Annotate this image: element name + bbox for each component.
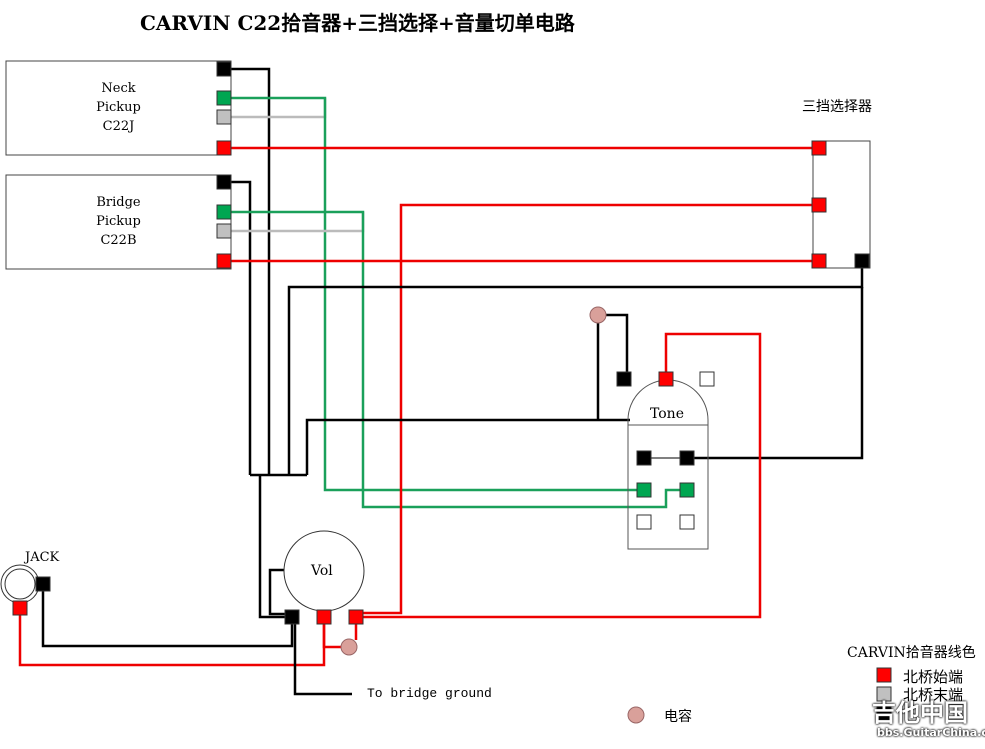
jack-inner bbox=[4, 568, 36, 600]
selector-terminal-3 bbox=[811, 253, 827, 269]
neck-pickup-line2: Pickup bbox=[96, 100, 141, 115]
vol-label: Vol bbox=[311, 563, 333, 579]
jack-ground-terminal bbox=[35, 576, 51, 592]
watermark-line2: bbs.GuitarChina.com bbox=[877, 726, 985, 739]
tone-capacitor bbox=[589, 306, 607, 324]
neck-ground-terminal bbox=[216, 61, 232, 77]
legend-swatch-red bbox=[876, 667, 892, 683]
bridge-red-terminal bbox=[216, 253, 232, 269]
bridge-gray-terminal bbox=[216, 223, 232, 239]
selector-terminal-2 bbox=[811, 197, 827, 213]
jack-hot-terminal bbox=[12, 600, 28, 616]
jack-label: JACK bbox=[25, 550, 60, 565]
neck-pickup-line3: C22J bbox=[102, 119, 135, 134]
selector-ground-terminal bbox=[854, 253, 870, 269]
neck-red-terminal bbox=[216, 140, 232, 156]
neck-pickup-line1: Neck bbox=[101, 81, 136, 96]
wire-selector-ground bbox=[287, 261, 864, 475]
diagram-title: CARVIN C22拾音器+三挡选择+音量切单电路 bbox=[140, 11, 575, 35]
bridge-ground-terminal bbox=[216, 174, 232, 190]
neck-green-terminal bbox=[216, 90, 232, 106]
wire-jack-hot bbox=[18, 608, 326, 667]
bridge-green-terminal bbox=[216, 204, 232, 220]
tone-label: Tone bbox=[650, 406, 684, 422]
tone-switch-empty-left bbox=[636, 514, 652, 530]
legend-item-gray: 北桥末端 bbox=[903, 686, 964, 704]
wire-jack-ground bbox=[41, 584, 294, 648]
wire-bridge-ground-out bbox=[293, 617, 352, 696]
wire-neck-green bbox=[231, 96, 645, 492]
watermark-line1: 吉他中国 bbox=[872, 699, 968, 727]
wire-tone-cap-b bbox=[598, 313, 629, 379]
legend-swatch-gray bbox=[876, 686, 892, 702]
tone-terminal-empty bbox=[699, 371, 715, 387]
bridge-pickup-label: Bridge Pickup C22B bbox=[6, 193, 231, 250]
capacitor-legend-icon bbox=[627, 706, 645, 724]
tone-terminal-ground bbox=[616, 371, 632, 387]
legend-swatch-black bbox=[876, 705, 892, 721]
tone-switch-green-right bbox=[679, 482, 695, 498]
bridge-pickup-box bbox=[5, 174, 232, 270]
bridge-ground-label: To bridge ground bbox=[367, 686, 492, 701]
bridge-pickup-line3: C22B bbox=[100, 233, 137, 248]
wire-ground-to-vol bbox=[258, 475, 292, 619]
vol-capacitor bbox=[340, 638, 358, 656]
vol-input-terminal bbox=[348, 609, 364, 625]
wire-tone-red bbox=[356, 332, 762, 619]
wire-selector-tone bbox=[687, 287, 864, 460]
selector-label: 三挡选择器 bbox=[802, 99, 872, 115]
neck-pickup-label: Neck Pickup C22J bbox=[6, 79, 231, 136]
wire-bridge-green bbox=[231, 210, 687, 509]
neck-gray-terminal bbox=[216, 109, 232, 125]
wire-vol-back bbox=[268, 568, 292, 616]
wire-bridge-ground bbox=[231, 180, 252, 475]
wire-neck-gray bbox=[231, 98, 327, 119]
tone-switch-black-right bbox=[679, 450, 695, 466]
neck-pickup-box bbox=[5, 60, 232, 156]
bridge-pickup-line1: Bridge bbox=[96, 195, 141, 210]
tone-switch-black-left bbox=[636, 450, 652, 466]
capacitor-legend-label: 电容 bbox=[664, 709, 692, 725]
watermark-logo: 吉他中国 bbs.GuitarChina.com bbox=[872, 700, 985, 739]
tone-switch-green-left bbox=[636, 482, 652, 498]
selector-terminal-1 bbox=[811, 140, 827, 156]
vol-middle-terminal bbox=[316, 609, 332, 625]
legend-item-red: 北桥始端 bbox=[903, 668, 964, 686]
wire-selector-out bbox=[356, 203, 819, 615]
legend-title: CARVIN拾音器线色 bbox=[847, 645, 976, 661]
wire-tone-ground bbox=[305, 418, 630, 475]
tone-terminal-red bbox=[658, 371, 674, 387]
wire-neck-ground bbox=[231, 67, 271, 475]
bridge-pickup-line2: Pickup bbox=[96, 214, 141, 229]
tone-switch-empty-right bbox=[679, 514, 695, 530]
vol-ground-terminal bbox=[284, 609, 300, 625]
